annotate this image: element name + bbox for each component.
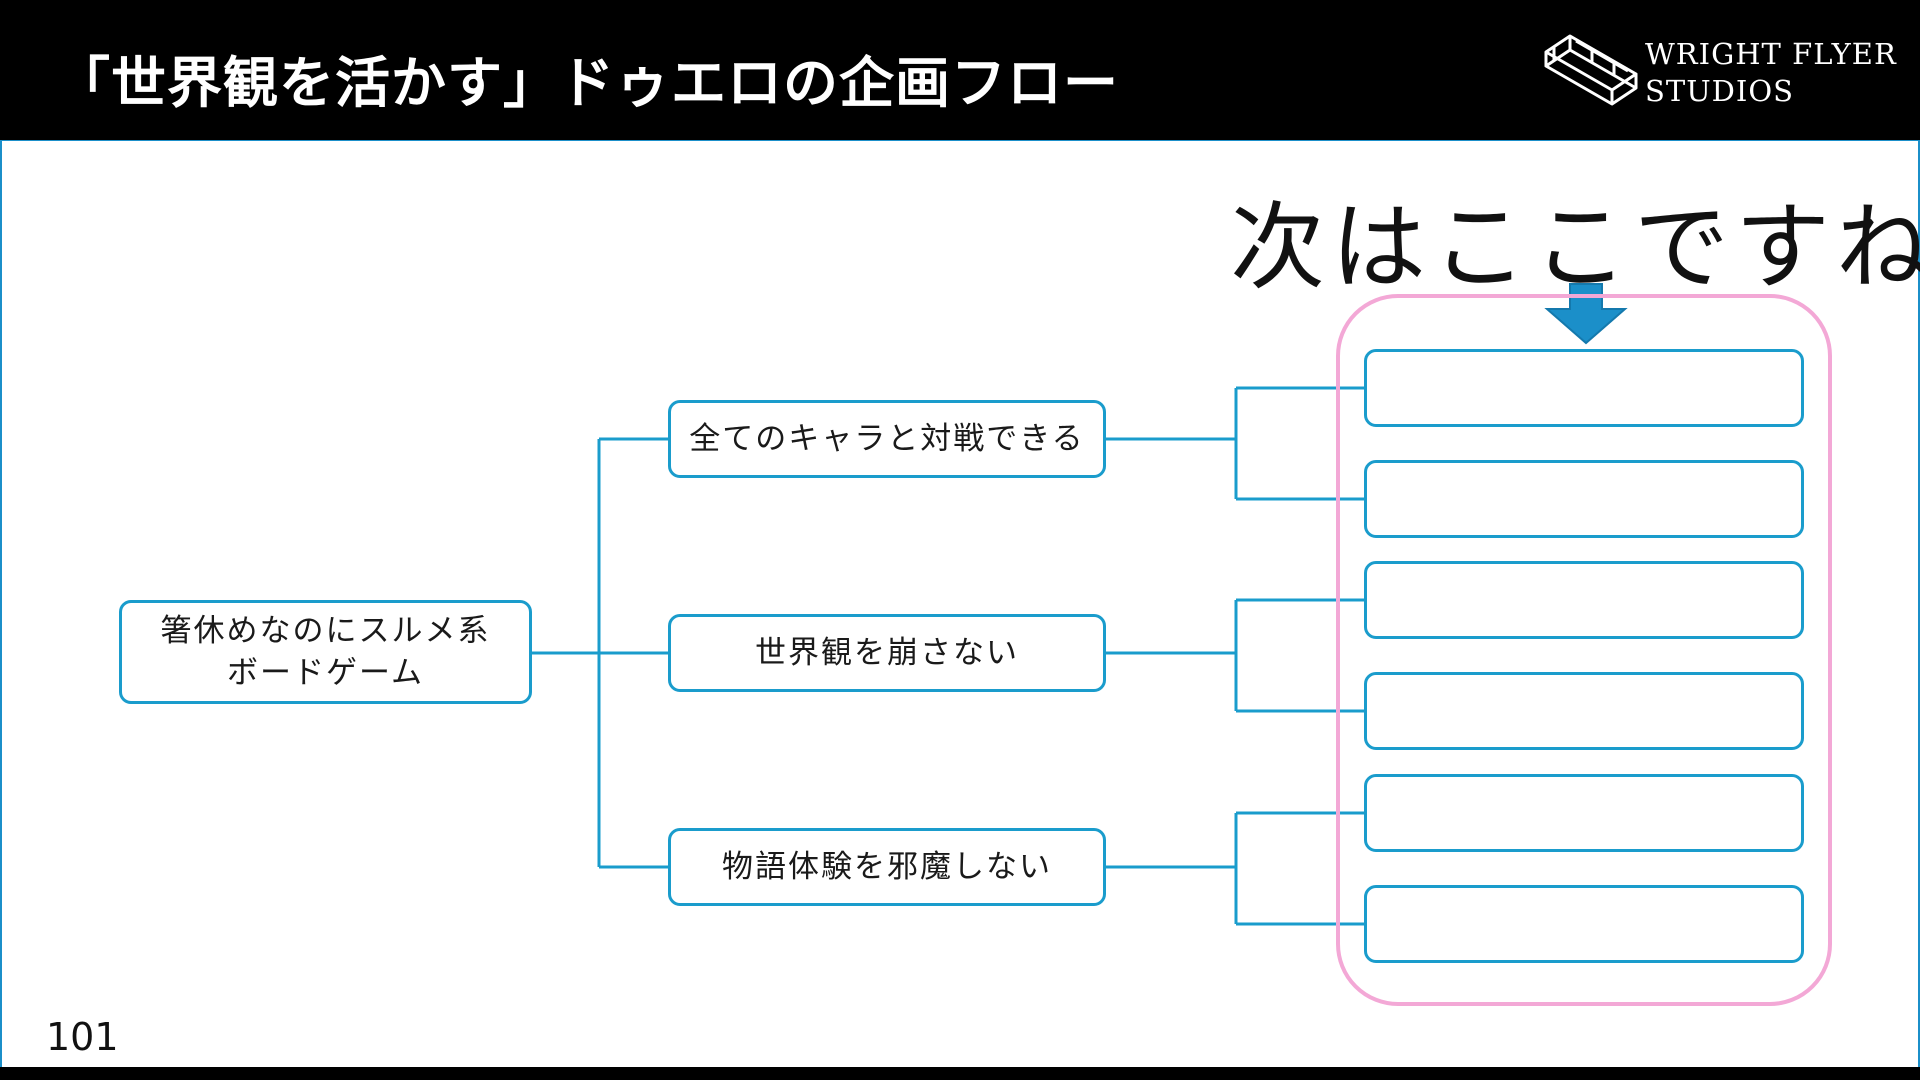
branch-node-1: 全てのキャラと対戦できる — [668, 400, 1106, 478]
empty-leaf-node-1 — [1364, 349, 1804, 427]
empty-leaf-node-5 — [1364, 774, 1804, 852]
logo-text: WRIGHT FLYER STUDIOS — [1645, 37, 1897, 108]
company-logo: WRIGHT FLYER STUDIOS — [1540, 30, 1900, 110]
slide-content: 次はここですね 箸休めなのにスルメ系 ボードゲーム 全てのキャラと対戦できる 世… — [0, 140, 1920, 1067]
empty-leaf-node-6 — [1364, 885, 1804, 963]
branch-node-3: 物語体験を邪魔しない — [668, 828, 1106, 906]
empty-leaf-node-3 — [1364, 561, 1804, 639]
slide-title: 「世界観を活かす」ドゥエロの企画フロー — [55, 51, 1120, 115]
down-arrow-icon — [1544, 283, 1628, 345]
branch-node-2: 世界観を崩さない — [668, 614, 1106, 692]
flow-connectors — [532, 283, 1628, 926]
empty-leaf-node-2 — [1364, 460, 1804, 538]
empty-leaf-node-4 — [1364, 672, 1804, 750]
highlight-frame — [1336, 294, 1832, 1006]
page-number: 101 — [46, 1015, 119, 1059]
biplane-icon — [1544, 34, 1638, 106]
next-step-caption: 次はここですね — [1230, 193, 1920, 303]
slide-header: 「世界観を活かす」ドゥエロの企画フロー WRIGHT FLYER STUDIOS — [0, 0, 1920, 140]
root-node: 箸休めなのにスルメ系 ボードゲーム — [119, 600, 532, 704]
